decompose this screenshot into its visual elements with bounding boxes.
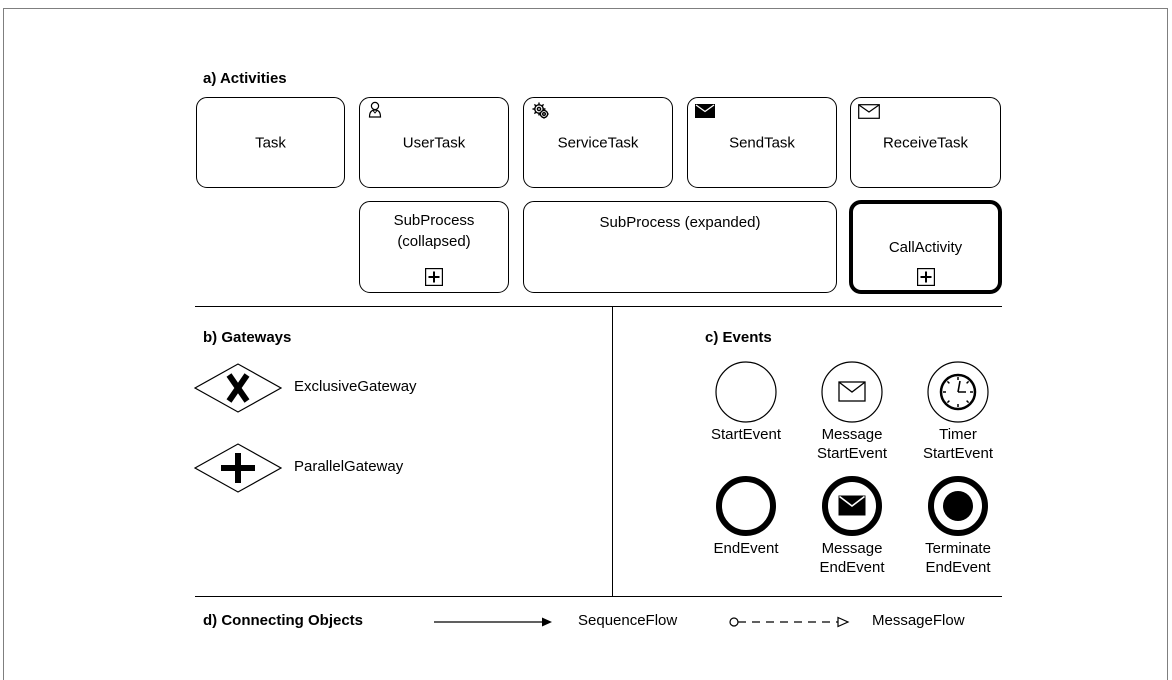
end-event-label: EndEvent: [691, 539, 801, 558]
message-start-line2: StartEvent: [816, 445, 888, 462]
receive-task-shape: ReceiveTask: [850, 97, 1001, 188]
subprocess-collapsed-line1: SubProcess: [393, 212, 475, 229]
parallel-gateway-label: ParallelGateway: [294, 458, 404, 475]
parallel-gateway-icon: [194, 443, 282, 493]
message-end-line2: EndEvent: [819, 559, 885, 576]
envelope-icon: [858, 104, 880, 119]
subprocess-expanded-label: SubProcess (expanded): [599, 214, 761, 231]
timer-start-event-icon: [927, 361, 989, 423]
gateways-heading: b) Gateways: [203, 329, 292, 346]
message-flow-label: MessageFlow: [872, 612, 965, 629]
section-divider-top: [195, 306, 1002, 307]
message-end-event-icon: [822, 476, 882, 536]
gear-icon: [532, 102, 549, 119]
sequence-flow-icon: [434, 617, 552, 627]
message-start-event-icon: [821, 361, 883, 423]
exclusive-gateway-icon: [194, 363, 282, 413]
section-divider-bottom: [195, 596, 1002, 597]
user-icon: [368, 101, 382, 118]
call-activity-shape: CallActivity: [849, 200, 1002, 294]
task-shape: Task: [196, 97, 345, 188]
send-task-label: SendTask: [729, 134, 795, 151]
subprocess-collapsed-shape: SubProcess (collapsed): [359, 201, 509, 293]
connecting-objects-heading: d) Connecting Objects: [203, 612, 364, 629]
diagram-frame: [3, 8, 1168, 680]
terminate-end-event-icon: [928, 476, 988, 536]
start-event-label: StartEvent: [691, 425, 801, 444]
receive-task-label: ReceiveTask: [882, 134, 969, 151]
activities-heading: a) Activities: [203, 70, 287, 87]
filled-envelope-icon: [695, 104, 715, 118]
terminate-end-event-label: Terminate EndEvent: [903, 539, 1013, 577]
user-task-shape: UserTask: [359, 97, 509, 188]
user-task-label: UserTask: [402, 134, 466, 151]
timer-start-line2: StartEvent: [922, 445, 994, 462]
message-flow-icon: [729, 616, 850, 628]
subprocess-expanded-shape: SubProcess (expanded): [523, 201, 837, 293]
service-task-label: ServiceTask: [557, 134, 639, 151]
exclusive-gateway-label: ExclusiveGateway: [294, 378, 417, 395]
subprocess-collapsed-label: SubProcess (collapsed): [360, 210, 508, 252]
message-start-event-label: Message StartEvent: [797, 425, 907, 463]
message-end-line1: Message: [821, 540, 883, 557]
events-heading: c) Events: [705, 329, 772, 346]
collapsed-marker-icon: [425, 268, 443, 286]
message-start-line1: Message: [821, 426, 883, 443]
send-task-shape: SendTask: [687, 97, 837, 188]
end-event-icon: [716, 476, 776, 536]
terminate-end-line2: EndEvent: [925, 559, 991, 576]
service-task-shape: ServiceTask: [523, 97, 673, 188]
start-event-icon: [715, 361, 777, 423]
sequence-flow-label: SequenceFlow: [578, 612, 678, 629]
section-divider-vertical: [612, 306, 613, 596]
timer-start-line1: Timer: [939, 426, 977, 443]
terminate-end-line1: Terminate: [925, 540, 991, 557]
start-event-line1: StartEvent: [710, 426, 782, 443]
collapsed-marker-icon: [916, 268, 935, 286]
subprocess-collapsed-line2: (collapsed): [397, 233, 471, 250]
end-event-line1: EndEvent: [713, 540, 779, 557]
message-end-event-label: Message EndEvent: [797, 539, 907, 577]
call-activity-label: CallActivity: [888, 239, 963, 256]
task-label: Task: [255, 134, 286, 151]
timer-start-event-label: Timer StartEvent: [903, 425, 1013, 463]
